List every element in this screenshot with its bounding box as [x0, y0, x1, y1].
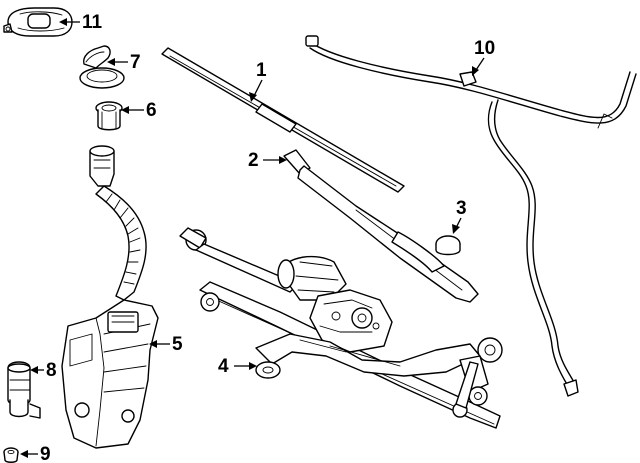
callout-label: 5 — [172, 334, 183, 355]
callout-3: 3 — [452, 198, 467, 234]
callout-6: 6 — [121, 100, 157, 121]
callout-1: 1 — [249, 60, 267, 102]
callout-2: 2 — [248, 150, 287, 171]
pivot-cap-part — [435, 235, 461, 256]
callout-label: 8 — [46, 360, 57, 381]
callout-label: 7 — [130, 52, 141, 73]
wiper-blade-part — [161, 47, 405, 193]
callout-label: 11 — [82, 12, 103, 33]
callout-label: 3 — [456, 198, 467, 219]
wiper-arm-part — [283, 149, 479, 303]
washer-reservoir-part — [61, 145, 159, 449]
washer-pump-part — [7, 361, 41, 419]
callout-label: 2 — [248, 150, 259, 171]
filler-adapter-part — [95, 101, 123, 131]
callout-4: 4 — [218, 356, 257, 377]
filler-cap-part — [79, 45, 125, 89]
callout-8: 8 — [30, 360, 57, 381]
callout-label: 10 — [474, 38, 495, 59]
callout-label: 6 — [146, 100, 157, 121]
callout-7: 7 — [107, 52, 141, 73]
callout-label: 1 — [256, 60, 267, 81]
grommet-part — [3, 447, 19, 463]
callout-10: 10 — [472, 38, 495, 76]
callout-label: 9 — [40, 444, 51, 463]
wiper-linkage-part — [179, 227, 503, 429]
callout-11: 11 — [59, 12, 103, 33]
callout-5: 5 — [149, 334, 183, 355]
callout-9: 9 — [20, 444, 51, 463]
callout-label: 4 — [218, 356, 229, 377]
washer-hose-part — [305, 35, 637, 397]
